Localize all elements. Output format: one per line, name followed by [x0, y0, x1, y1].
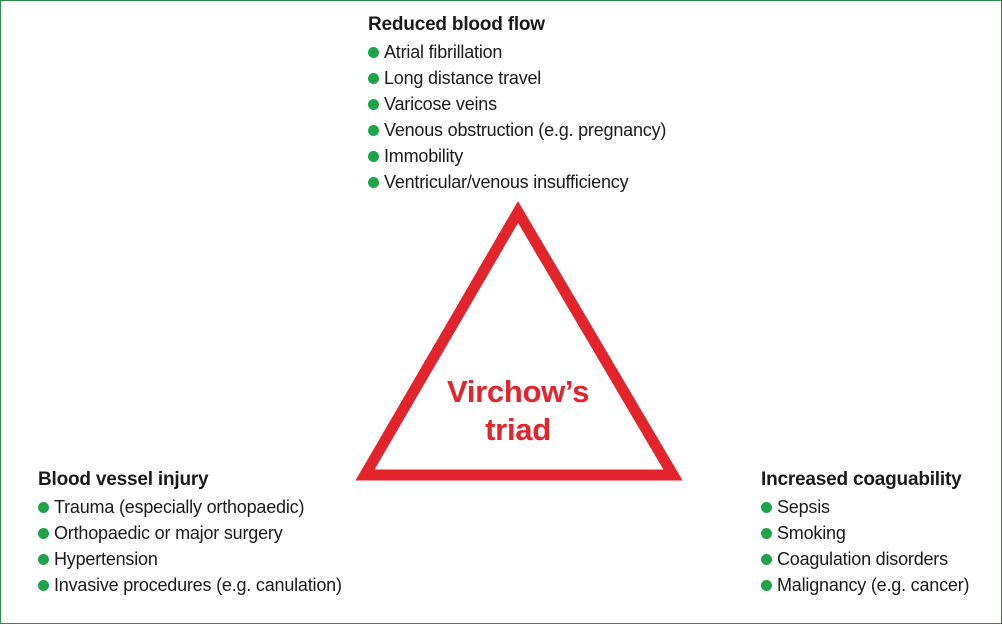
reduced-blood-flow-group: Reduced blood flow Atrial fibrillation L…	[368, 13, 666, 195]
bullet-icon	[38, 554, 49, 565]
list-item-text: Invasive procedures (e.g. canulation)	[54, 575, 342, 595]
list-item: Coagulation disorders	[761, 546, 969, 572]
list-item: Ventricular/venous insufficiency	[368, 169, 666, 195]
list-item: Sepsis	[761, 494, 969, 520]
list-item-text: Orthopaedic or major surgery	[54, 523, 283, 543]
group-heading: Reduced blood flow	[368, 14, 545, 35]
increased-coaguability-group: Increased coaguability Sepsis Smoking Co…	[761, 468, 969, 598]
center-label-line1: Virchow’s	[446, 374, 590, 409]
bullet-icon	[368, 151, 379, 162]
list-item: Invasive procedures (e.g. canulation)	[38, 572, 342, 598]
bullet-icon	[761, 528, 772, 539]
factor-list: Trauma (especially orthopaedic) Orthopae…	[38, 494, 342, 598]
list-item: Orthopaedic or major surgery	[38, 520, 342, 546]
center-label-line2: triad	[485, 412, 551, 447]
list-item-text: Immobility	[384, 146, 464, 166]
list-item: Long distance travel	[368, 65, 666, 91]
bullet-icon	[38, 528, 49, 539]
bullet-icon	[761, 502, 772, 513]
list-item-text: Hypertension	[54, 549, 158, 569]
list-item: Trauma (especially orthopaedic)	[38, 494, 342, 520]
bullet-icon	[368, 125, 379, 136]
factor-list: Sepsis Smoking Coagulation disorders Mal…	[761, 494, 969, 598]
list-item-text: Malignancy (e.g. cancer)	[777, 575, 970, 595]
list-item-text: Atrial fibrillation	[384, 42, 503, 62]
center-label: Virchow’s triad	[393, 373, 643, 449]
list-item: Malignancy (e.g. cancer)	[761, 572, 969, 598]
factor-list: Atrial fibrillation Long distance travel…	[368, 39, 666, 195]
triangle-shape	[355, 201, 683, 481]
list-item-text: Sepsis	[777, 497, 830, 517]
bullet-icon	[368, 99, 379, 110]
bullet-icon	[38, 580, 49, 591]
bullet-icon	[368, 73, 379, 84]
list-item-text: Trauma (especially orthopaedic)	[54, 497, 305, 517]
list-item-text: Coagulation disorders	[777, 549, 948, 569]
blood-vessel-injury-group: Blood vessel injury Trauma (especially o…	[38, 468, 342, 598]
list-item-text: Smoking	[777, 523, 846, 543]
list-item: Immobility	[368, 143, 666, 169]
group-heading: Increased coaguability	[761, 469, 962, 490]
group-heading: Blood vessel injury	[38, 469, 209, 490]
list-item: Venous obstruction (e.g. pregnancy)	[368, 117, 666, 143]
bullet-icon	[761, 580, 772, 591]
list-item-text: Varicose veins	[384, 94, 497, 114]
list-item: Hypertension	[38, 546, 342, 572]
list-item-text: Long distance travel	[384, 68, 542, 88]
list-item: Atrial fibrillation	[368, 39, 666, 65]
list-item: Varicose veins	[368, 91, 666, 117]
bullet-icon	[38, 502, 49, 513]
list-item-text: Ventricular/venous insufficiency	[384, 172, 629, 192]
bullet-icon	[761, 554, 772, 565]
list-item-text: Venous obstruction (e.g. pregnancy)	[384, 120, 667, 140]
list-item: Smoking	[761, 520, 969, 546]
bullet-icon	[368, 177, 379, 188]
bullet-icon	[368, 47, 379, 58]
